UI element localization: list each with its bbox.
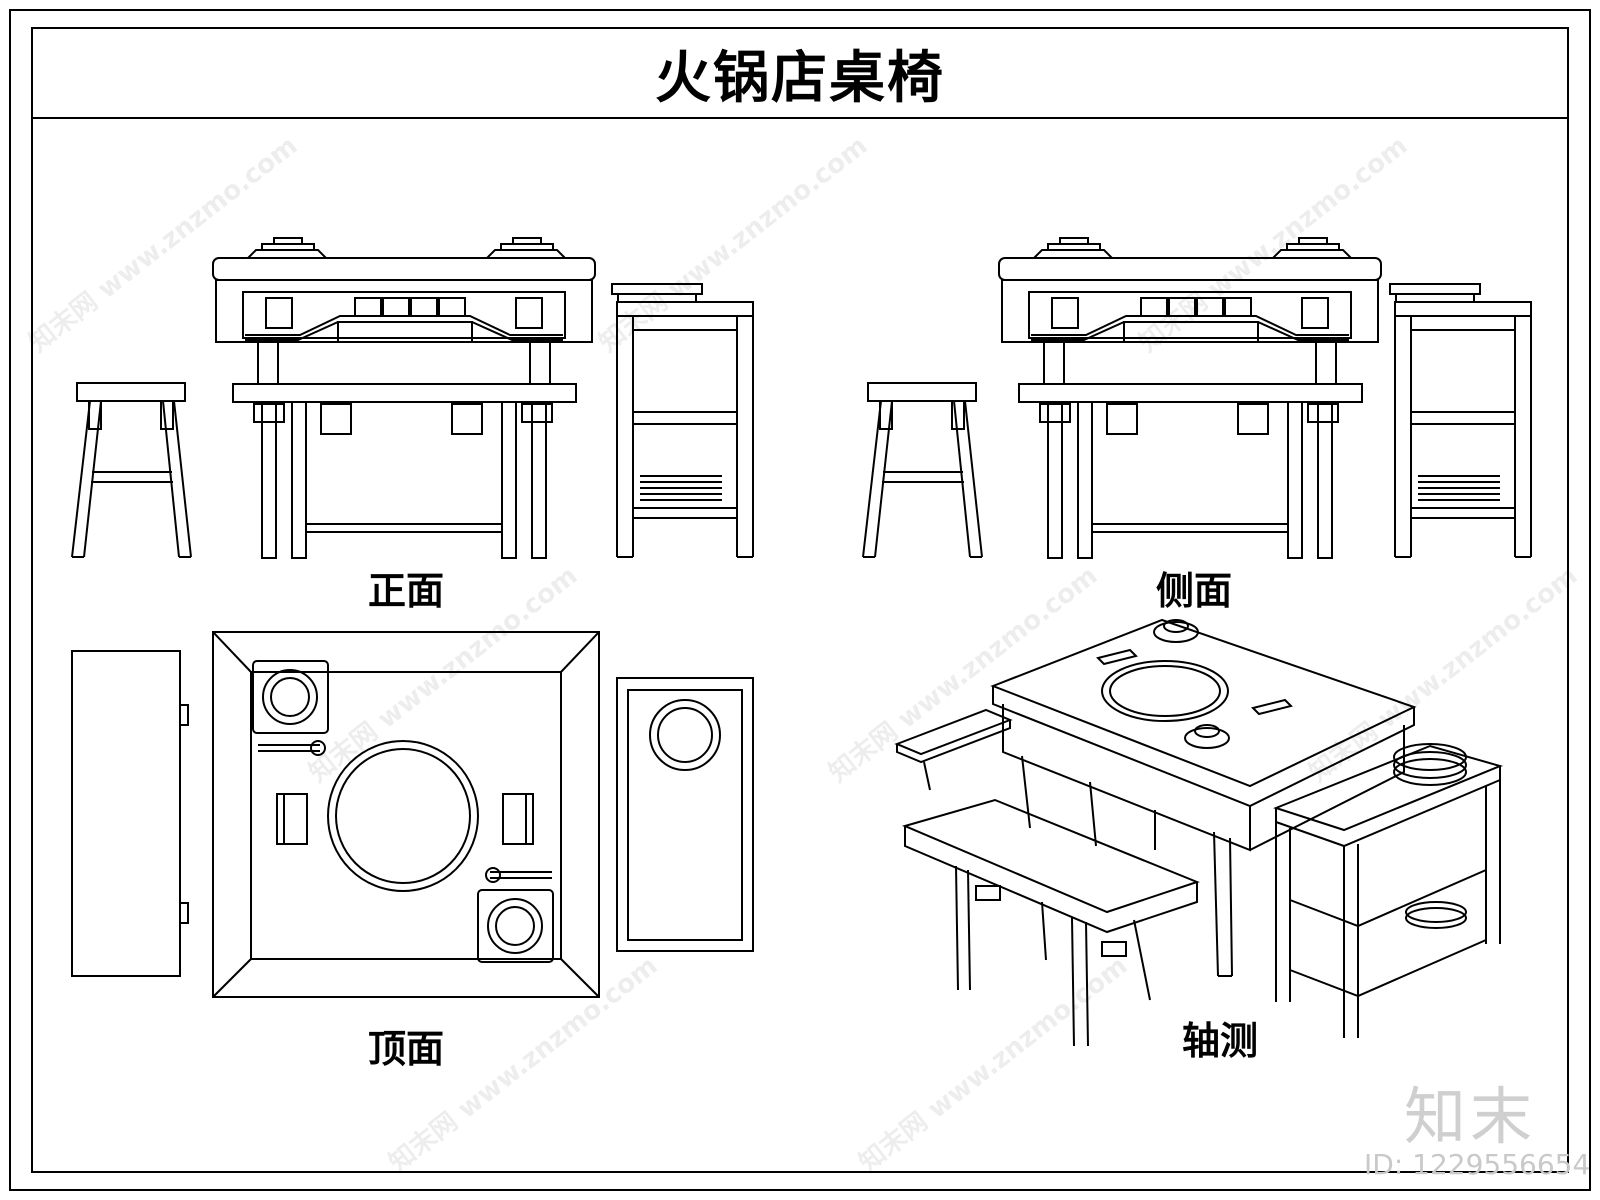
label-top-view: 顶面 xyxy=(367,1027,444,1071)
watermark-logo: 知末 xyxy=(1404,1080,1537,1153)
front-stool xyxy=(71,382,192,558)
front-cart xyxy=(611,283,754,558)
axo-cart xyxy=(1273,743,1504,1038)
axo-bench-back xyxy=(894,708,1013,791)
side-table xyxy=(998,237,1382,559)
axo-table xyxy=(990,618,1417,977)
side-stool xyxy=(862,382,983,558)
label-front-view: 正面 xyxy=(367,569,444,613)
label-axonometric-view: 轴测 xyxy=(1181,1019,1258,1063)
axonometric-view xyxy=(894,618,1504,1047)
inner-frame xyxy=(31,27,1569,1173)
watermark-id: ID: 1229556654 xyxy=(1364,1148,1591,1181)
drawing-title: 火锅店桌椅 xyxy=(655,45,945,111)
axo-bench-front xyxy=(902,798,1200,1047)
top-bench xyxy=(71,650,189,977)
side-cart xyxy=(1389,283,1532,558)
outer-frame xyxy=(9,9,1591,1191)
top-cart xyxy=(616,677,754,952)
top-table xyxy=(212,631,600,998)
top-view xyxy=(71,631,754,998)
front-view xyxy=(71,237,754,559)
label-side-view: 侧面 xyxy=(1155,569,1232,613)
front-table xyxy=(212,237,596,559)
side-view xyxy=(862,237,1532,559)
